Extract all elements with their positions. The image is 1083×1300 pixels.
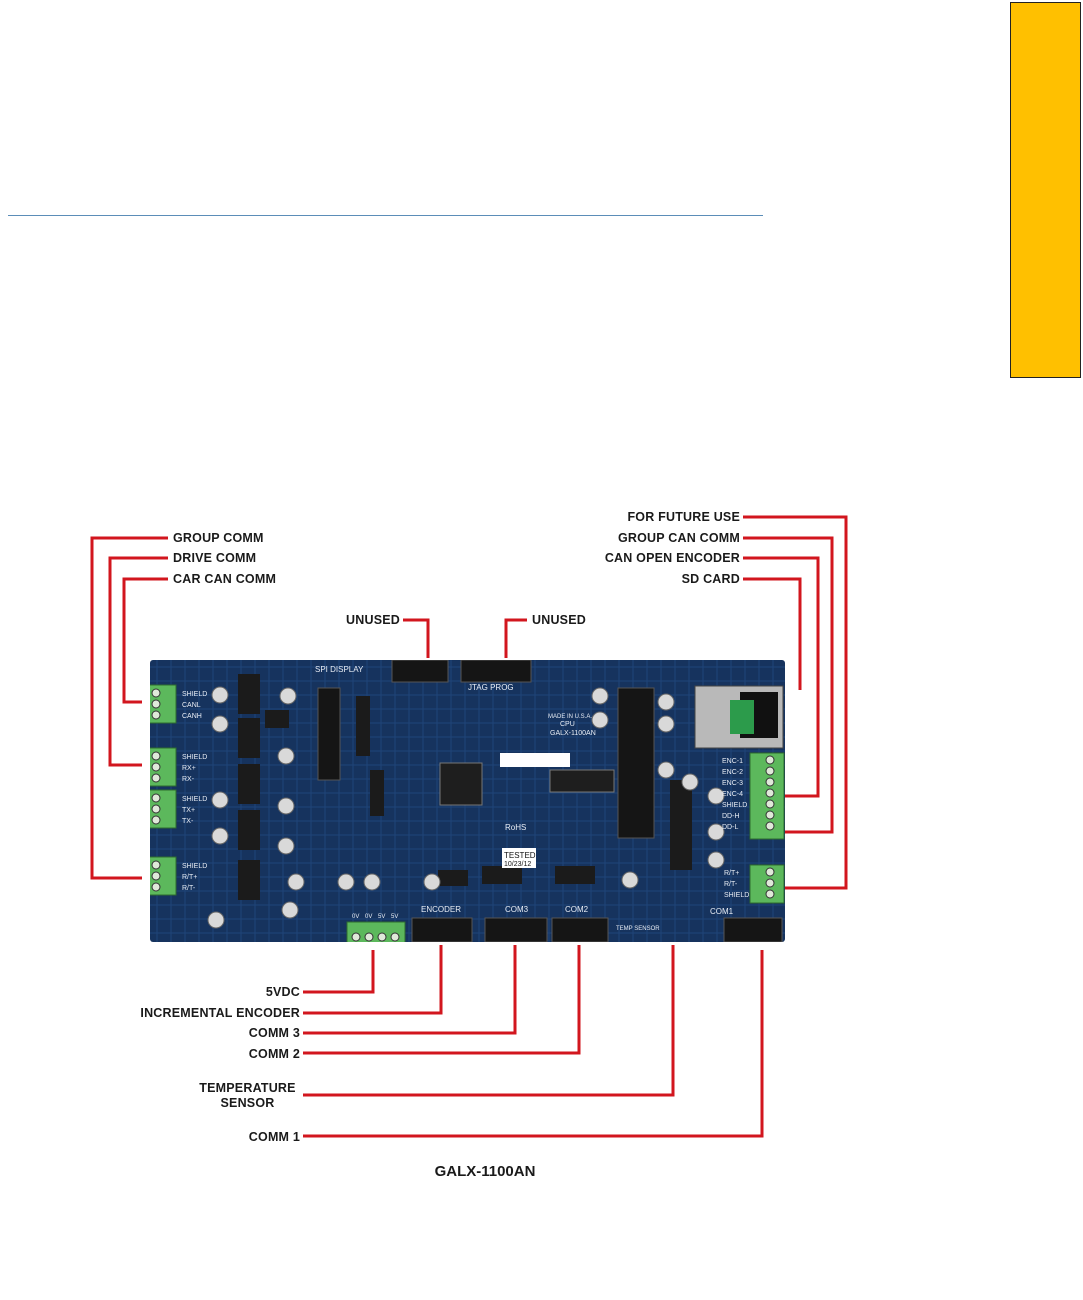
pin-label: DD-L (722, 824, 738, 831)
leader-can-open-encoder (743, 556, 820, 798)
leader-drive-comm (108, 556, 168, 767)
pin-label: SHIELD (724, 892, 749, 899)
label-comm1: COMM 1 (248, 1130, 300, 1144)
label-unused-right: UNUSED (532, 613, 586, 627)
silk-jtag-prog: JTAG PROG (468, 683, 514, 692)
leader-for-future-use (743, 515, 848, 890)
silk-com1: COM1 (710, 907, 734, 916)
pin-label: TX+ (182, 807, 195, 814)
section-tab (1010, 2, 1081, 378)
pin-label: DD-H (722, 813, 740, 820)
silk-cpu: CPU (560, 721, 575, 728)
pin-label: SHIELD (722, 802, 747, 809)
integrated-circuits (238, 674, 692, 900)
pin-label: SHIELD (182, 796, 207, 803)
leader-temperature-sensor (303, 945, 675, 1097)
silk-spi-display: SPI DISPLAY (315, 665, 364, 674)
pin-label: SHIELD (182, 691, 207, 698)
leader-comm1 (303, 950, 764, 1138)
pin-label: CANH (182, 713, 202, 720)
sd-card-slot (694, 685, 784, 749)
power-pin-label: 0V (352, 914, 359, 920)
label-temperature: TEMPERATURE (199, 1081, 296, 1095)
silk-rohs: RoHS (505, 823, 526, 832)
pin-label: ENC-1 (722, 758, 743, 765)
board-stickers (500, 753, 570, 868)
label-5vdc: 5VDC (265, 985, 300, 999)
circuit-board: SPI DISPLAY JTAG PROG MADE IN U.S.A. CPU… (150, 660, 785, 942)
silk-tested-date: 10/23/12 (504, 861, 531, 868)
power-pin-label: 5V (378, 914, 385, 920)
leader-unused-left (403, 618, 430, 658)
header-rule (8, 215, 763, 216)
figure-caption: GALX-1100AN (434, 1163, 536, 1180)
left-terminals (150, 684, 177, 896)
label-incremental-encoder: INCREMENTAL ENCODER (140, 1006, 300, 1020)
leader-group-comm (90, 536, 168, 880)
label-car-can-comm: CAR CAN COMM (173, 572, 277, 586)
label-unused-left: UNUSED (346, 613, 400, 627)
right-terminals (749, 752, 785, 904)
capacitors (207, 686, 725, 929)
silk-com2: COM2 (565, 905, 589, 914)
pin-label: R/T+ (182, 874, 197, 881)
label-drive-comm: DRIVE COMM (173, 551, 257, 565)
pin-label: R/T+ (724, 870, 739, 877)
label-sd-card: SD CARD (681, 572, 740, 586)
leader-sd-card (743, 577, 802, 690)
pin-label: SHIELD (182, 754, 207, 761)
leader-5vdc (303, 950, 375, 994)
pin-label: SHIELD (182, 863, 207, 870)
label-group-comm: GROUP COMM (173, 531, 264, 545)
pin-label: ENC-4 (722, 791, 743, 798)
pin-label: ENC-3 (722, 780, 743, 787)
silk-encoder: ENCODER (421, 905, 461, 914)
pin-label: RX+ (182, 765, 196, 772)
silk-tested: TESTED (504, 851, 536, 860)
label-group-can-comm: GROUP CAN COMM (617, 531, 740, 545)
leader-comm3 (303, 945, 517, 1035)
silk-model: GALX-1100AN (550, 730, 596, 737)
leader-car-can-comm (122, 577, 168, 704)
pin-label: R/T- (182, 885, 196, 892)
silk-made-in: MADE IN U.S.A. (548, 714, 592, 720)
header-connectors (317, 660, 783, 942)
leader-unused-right (504, 618, 527, 658)
label-can-open-encoder: CAN OPEN ENCODER (604, 551, 740, 565)
pin-label: CANL (182, 702, 201, 709)
label-comm2: COMM 2 (248, 1047, 300, 1061)
power-terminal (346, 921, 406, 942)
silk-temp-sensor: TEMP SENSOR (616, 926, 660, 932)
pin-label: ENC-2 (722, 769, 743, 776)
silk-com3: COM3 (505, 905, 529, 914)
leader-comm2 (303, 945, 581, 1055)
leader-group-can-comm (743, 536, 834, 834)
power-pin-label: 5V (391, 914, 398, 920)
pin-label: RX- (182, 776, 195, 783)
pin-label: TX- (182, 818, 194, 825)
leader-incremental-encoder (303, 945, 443, 1015)
label-for-future-use: FOR FUTURE USE (627, 510, 740, 524)
label-sensor: SENSOR (220, 1096, 275, 1110)
label-comm3: COMM 3 (248, 1026, 300, 1040)
pin-label: R/T- (724, 881, 738, 888)
power-pin-label: 0V (365, 914, 372, 920)
